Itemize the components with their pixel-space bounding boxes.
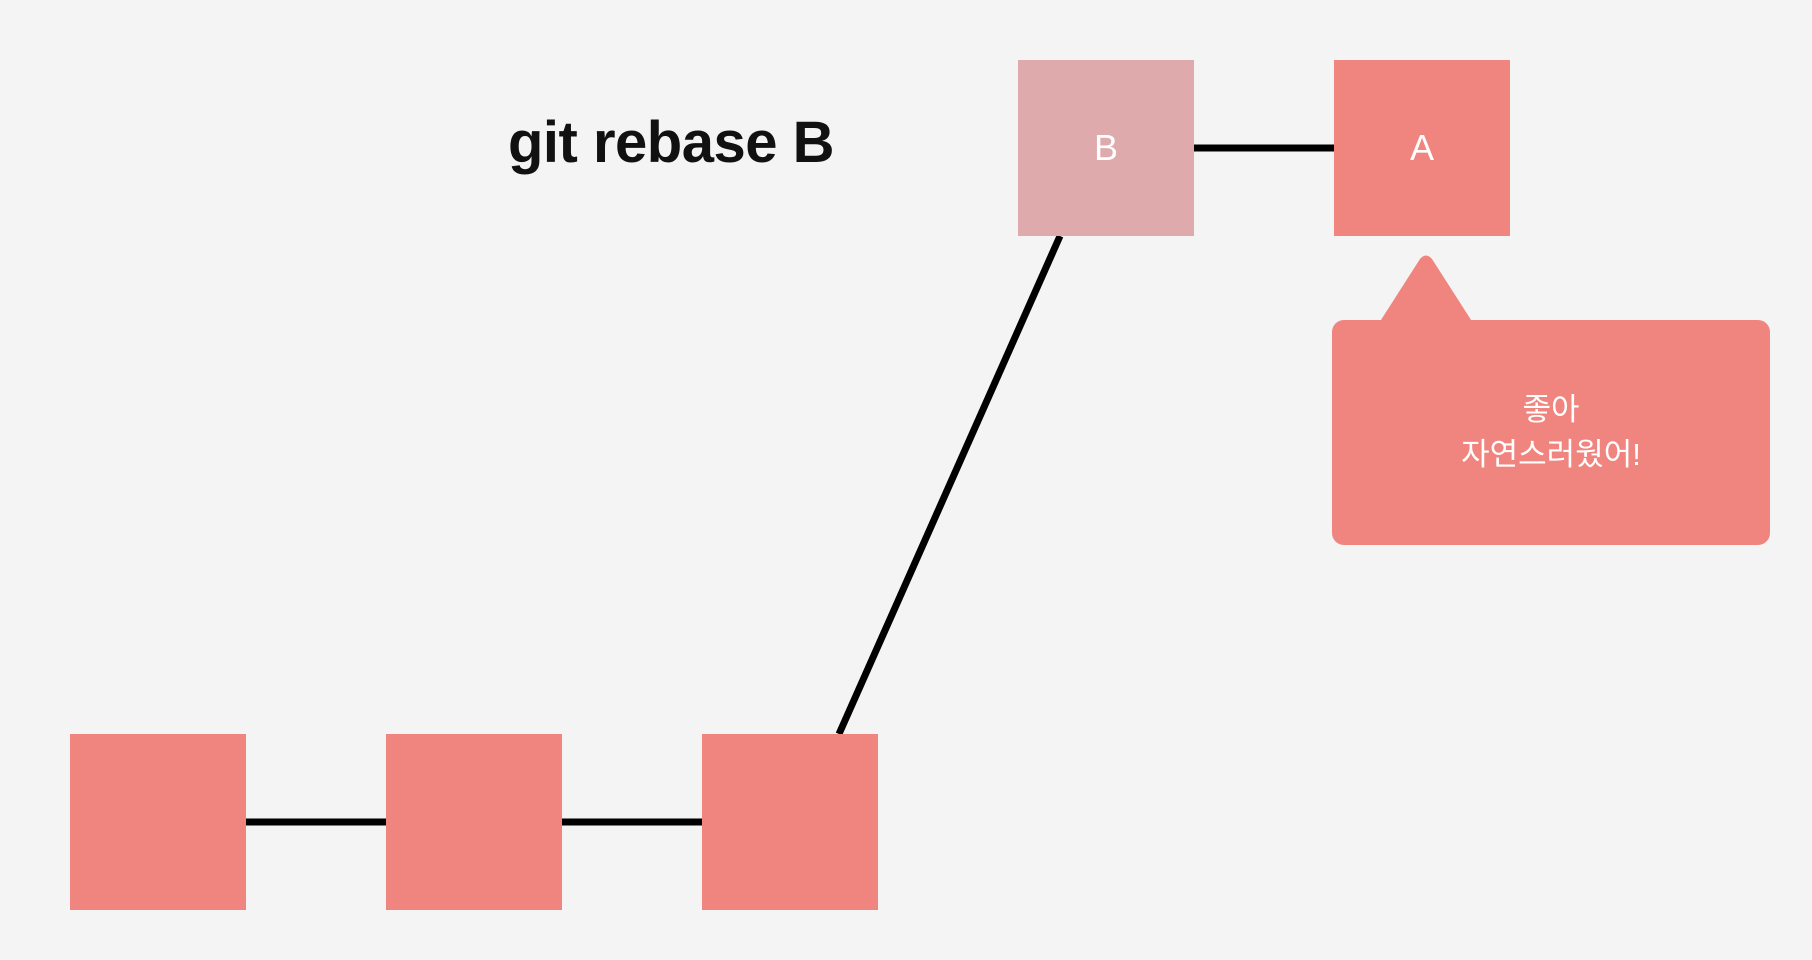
commit-label-a: A xyxy=(1409,127,1434,168)
speech-bubble: 좋아 자연스러웠어! xyxy=(1332,320,1770,545)
commit-node-branch-c2[interactable] xyxy=(386,734,562,910)
commit-node-a[interactable]: A xyxy=(1334,60,1510,236)
page-title: git rebase B xyxy=(508,110,835,175)
commit-node-branch-c1[interactable] xyxy=(70,734,246,910)
commit-node-b[interactable]: B xyxy=(1018,60,1194,236)
speech-bubble-tail-icon xyxy=(1379,255,1473,323)
edge-c3-commit-b xyxy=(835,234,1064,736)
commit-label-b: B xyxy=(1093,127,1118,168)
speech-bubble-text: 좋아 자연스러웠어! xyxy=(1461,391,1641,472)
commit-node-branch-c3[interactable] xyxy=(702,734,878,910)
